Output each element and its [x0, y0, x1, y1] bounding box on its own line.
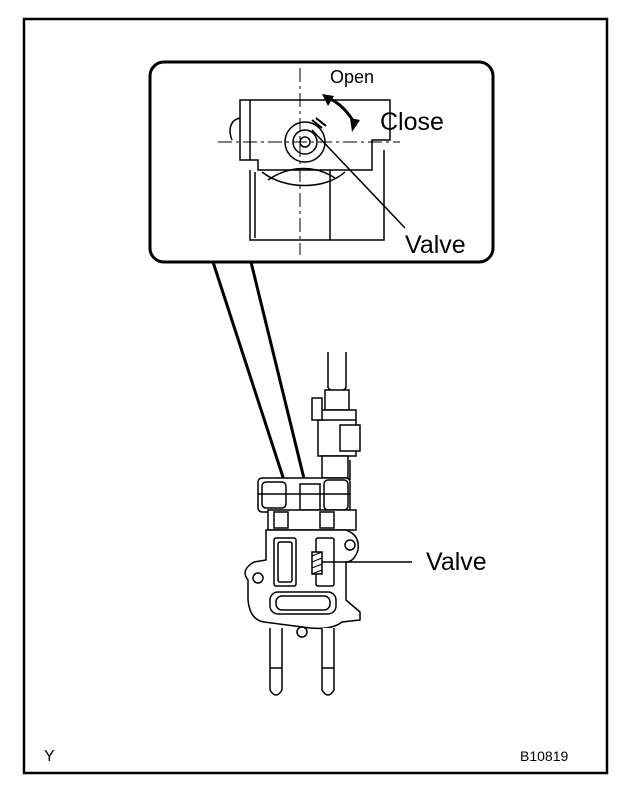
detail-valve-label: Valve — [405, 231, 466, 259]
detail-valve-view — [218, 68, 400, 255]
open-label: Open — [330, 67, 374, 87]
open-close-arrow — [322, 94, 360, 132]
detail-callout-box — [148, 60, 495, 264]
main-valve-element — [311, 551, 323, 575]
outer-frame — [22, 17, 609, 775]
detail-valve-leader — [311, 129, 406, 229]
figure-id-label: B10819 — [520, 748, 568, 764]
corner-code-label: Y — [44, 748, 55, 765]
valve-assembly — [244, 352, 361, 696]
main-valve-label: Valve — [426, 548, 487, 576]
close-label: Close — [380, 108, 444, 136]
